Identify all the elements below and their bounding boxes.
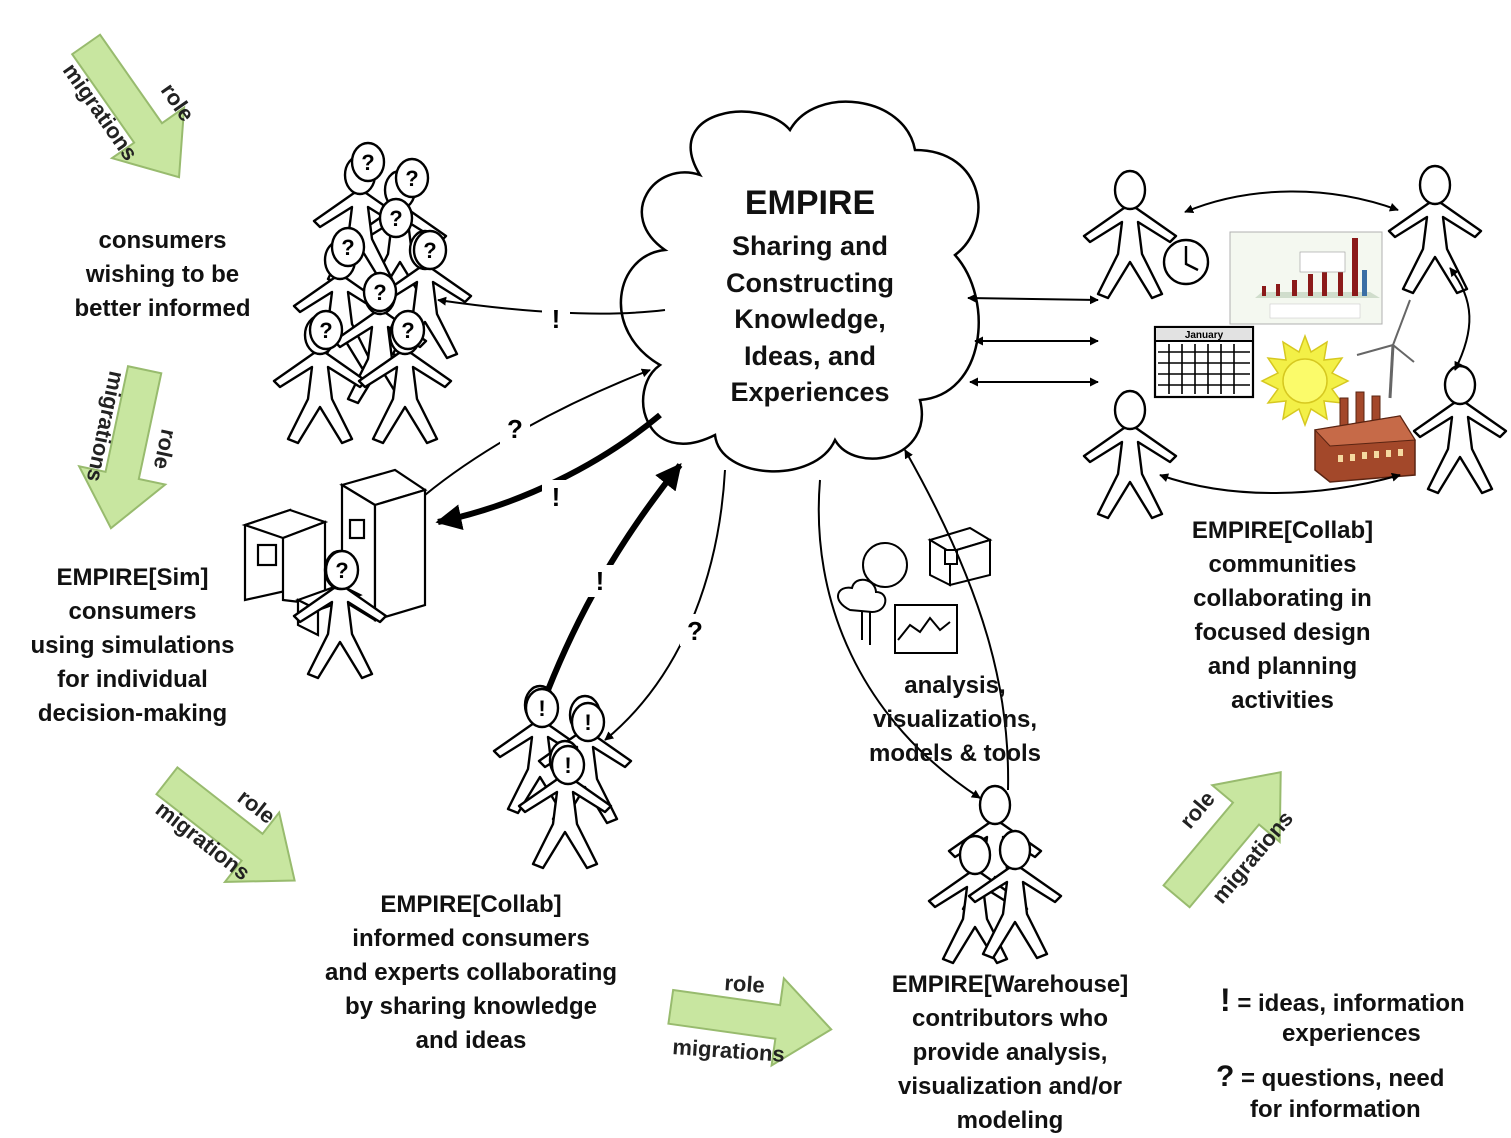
cloud-line: Constructing (726, 267, 894, 298)
label-line: consumers (68, 598, 197, 625)
label-line: communities (1208, 551, 1357, 578)
idea-mark: ! (538, 696, 545, 721)
role-arrow-3 (138, 745, 323, 917)
consumers-label: consumers wishing to be better informed (40, 224, 285, 326)
question-mark: ? (389, 206, 402, 231)
label-line: better informed (74, 295, 251, 322)
label-line: wishing to be (85, 261, 240, 288)
cloud-title: EMPIRE (744, 184, 876, 222)
label-line: provide analysis, (912, 1039, 1108, 1066)
label-line: modeling (956, 1107, 1064, 1134)
label-line: EMPIRE[Collab] (380, 891, 562, 918)
analysis-icons (837, 526, 993, 654)
question-mark: ? (405, 166, 418, 191)
legend-idea-text: = ideas, information (1237, 990, 1465, 1017)
collab-communities-label: EMPIRE[Collab] communities collaborating… (1160, 514, 1405, 718)
label-line: decision-making (37, 700, 228, 727)
label-line: activities (1231, 687, 1334, 714)
label-line: focused design (1194, 619, 1371, 646)
legend-question-symbol: ? (1216, 1060, 1235, 1093)
role-label: role (149, 427, 182, 472)
calendar-icon: January (1153, 325, 1255, 399)
idea-mark: ! (552, 304, 561, 334)
label-line: using simulations (30, 632, 235, 659)
idea-mark: ! (564, 753, 571, 778)
label-line: EMPIRE[Collab] (1191, 517, 1374, 544)
label-line: EMPIRE[Warehouse] (891, 971, 1129, 998)
legend-question-text: for information (1250, 1096, 1421, 1123)
question-mark: ? (373, 280, 386, 305)
label-line: by sharing knowledge (344, 993, 598, 1020)
label-line: informed consumers (352, 925, 590, 952)
question-mark: ? (687, 616, 703, 646)
collab-informed-label: EMPIRE[Collab] informed consumers and ex… (296, 888, 646, 1058)
question-mark: ? (335, 558, 348, 583)
cloud-line: Knowledge, (734, 304, 886, 334)
community-people (1082, 164, 1508, 520)
question-mark: ? (361, 150, 374, 175)
cloud-description: Sharing and Constructing Knowledge, Idea… (690, 228, 930, 411)
label-line: contributors who (912, 1005, 1108, 1032)
sim-label: EMPIRE[Sim] consumers using simulations … (5, 561, 260, 731)
wind-turbine-icon (1356, 299, 1415, 399)
label-line: consumers (98, 227, 227, 254)
label-line: for individual (57, 666, 208, 693)
question-mark: ? (319, 318, 332, 343)
calendar-month: January (1185, 330, 1224, 341)
label-line: visualizations, (872, 706, 1038, 733)
label-line: collaborating in (1193, 585, 1372, 612)
label-line: models & tools (868, 740, 1042, 767)
cloud-line: Ideas, and (743, 340, 877, 371)
question-bubbles (308, 141, 448, 351)
label-line: and ideas (415, 1027, 527, 1054)
question-mark: ? (507, 414, 523, 444)
label-line: EMPIRE[Sim] (56, 564, 209, 591)
idea-mark: ! (552, 482, 561, 512)
role-label: role (724, 970, 766, 998)
empire-cloud (619, 100, 980, 473)
label-line: and experts collaborating (324, 959, 618, 986)
idea-mark: ! (584, 710, 591, 735)
legend-idea-symbol: ! (1220, 982, 1231, 1018)
migrations-label: migrations (672, 1034, 786, 1067)
energy-chart-image (1229, 231, 1383, 325)
legend: ! = ideas, information experiences ? = q… (1210, 982, 1510, 1130)
sun-icon (1260, 333, 1350, 428)
cloud-line: Experiences (730, 377, 890, 407)
factory-icon (1313, 391, 1416, 483)
role-label: role (156, 79, 200, 126)
idea-mark: ! (596, 566, 605, 596)
question-mark: ? (341, 235, 354, 260)
warehouse-label: EMPIRE[Warehouse] contributors who provi… (860, 968, 1160, 1138)
question-mark: ? (423, 238, 436, 263)
legend-idea-text: experiences (1282, 1020, 1421, 1047)
analysis-label: analysis, visualizations, models & tools (845, 669, 1065, 771)
warehouse-contributors (927, 784, 1063, 965)
cloud-line: Sharing and (731, 231, 888, 261)
clock-icon (1162, 238, 1210, 286)
label-line: visualization and/or (897, 1073, 1123, 1100)
label-line: analysis, (904, 672, 1006, 699)
legend-question-text: = questions, need (1241, 1065, 1445, 1092)
label-line: and planning (1207, 653, 1358, 680)
question-mark: ? (401, 318, 414, 343)
